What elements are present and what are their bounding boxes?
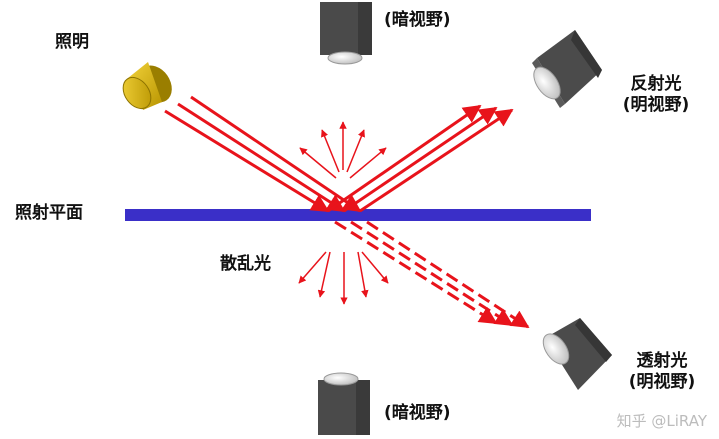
reflected-rays [327, 104, 514, 213]
dark-field-top-label: (暗视野) [384, 10, 451, 30]
plane-label: 照射平面 [15, 203, 83, 223]
illumination-label: 照明 [55, 32, 89, 52]
lamp-icon [122, 62, 172, 110]
transmitted-title: 透射光 [636, 351, 688, 371]
reflected-title: 反射光 [630, 74, 682, 94]
scattered-label: 散乱光 [220, 254, 271, 274]
camera-bottom-icon [318, 372, 370, 435]
reflected-label: 反射光 (明视野) [612, 74, 700, 117]
reflected-field: (明视野) [622, 95, 690, 116]
transmitted-rays [334, 220, 530, 329]
incident-rays [164, 95, 362, 213]
transmitted-field: (明视野) [628, 372, 696, 393]
dark-field-bottom-label: (暗视野) [384, 403, 451, 423]
watermark: 知乎 @LiRAY [616, 412, 707, 430]
camera-reflected-icon [532, 30, 602, 108]
camera-top-icon [320, 2, 372, 65]
illuminated-plane [125, 209, 591, 221]
scatter-rays-upper [299, 121, 387, 179]
scatter-rays-lower [298, 251, 389, 305]
camera-transmitted-icon [542, 318, 612, 390]
transmitted-label: 透射光 (明视野) [618, 351, 706, 394]
